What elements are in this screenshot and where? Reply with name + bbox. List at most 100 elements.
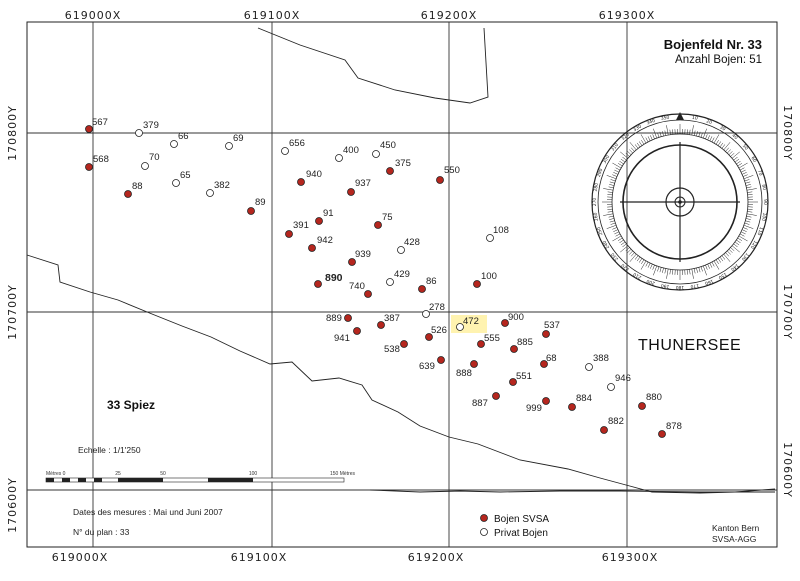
buoy-label: 537 <box>544 320 560 331</box>
scale-bar-unit-label: Mètres 0 <box>46 471 66 477</box>
grid-y-label: 170600Y <box>781 442 794 498</box>
buoy-marker <box>658 430 666 438</box>
svg-text:20: 20 <box>705 118 713 126</box>
grid-x-labels-top: 619000X 619100X 619200X 619300X <box>65 9 655 22</box>
map-title: Bojenfeld Nr. 33 <box>664 37 762 52</box>
buoy-label: 69 <box>233 133 244 144</box>
buoy-marker <box>477 340 485 348</box>
svg-text:40: 40 <box>731 133 739 141</box>
buoy-marker <box>436 176 444 184</box>
buoy-marker <box>206 189 214 197</box>
grid-y-label: 170700Y <box>781 284 794 340</box>
buoy-label: 880 <box>646 392 662 403</box>
buoy-label: 937 <box>355 178 371 189</box>
buoy-label: 68 <box>546 353 557 364</box>
grid-x-label: 619000X <box>65 9 122 22</box>
buoy-marker <box>418 285 426 293</box>
plan-number: N° du plan : 33 <box>73 527 130 537</box>
grid-y-label: 170800Y <box>6 105 19 161</box>
svg-text:190: 190 <box>660 282 670 289</box>
buoy-label: 946 <box>615 373 631 384</box>
buoy-marker <box>540 360 548 368</box>
grid-y-label: 170700Y <box>6 284 19 340</box>
buoy-label: 375 <box>395 158 411 169</box>
svg-text:260: 260 <box>593 212 600 222</box>
buoy-label: 428 <box>404 237 420 248</box>
buoy-label: 882 <box>608 416 624 427</box>
buoy-label: 999 <box>526 403 542 414</box>
svg-text:320: 320 <box>620 132 631 142</box>
svg-text:150: 150 <box>717 271 728 281</box>
buoy-label: 878 <box>666 421 682 432</box>
buoy-marker <box>315 217 323 225</box>
svg-text:100: 100 <box>760 212 767 222</box>
svg-text:80: 80 <box>760 184 767 191</box>
buoy-marker <box>470 360 478 368</box>
buoy-marker <box>397 246 405 254</box>
svg-text:60: 60 <box>750 156 758 164</box>
town-label: 33 Spiez <box>107 398 155 412</box>
buoy-marker <box>568 403 576 411</box>
buoy-marker <box>600 426 608 434</box>
buoy-marker <box>386 167 394 175</box>
buoy-label: 391 <box>293 220 309 231</box>
buoy-marker <box>85 163 93 171</box>
buoy-marker <box>638 402 646 410</box>
svg-text:0: 0 <box>679 114 682 120</box>
buoy-marker <box>473 280 481 288</box>
buoy-label: 940 <box>306 169 322 180</box>
buoy-label: 379 <box>143 120 159 131</box>
svg-text:270: 270 <box>592 198 598 207</box>
buoy-marker <box>297 178 305 186</box>
measurement-dates: Dates des mesures : Mai und Juni 2007 <box>73 507 223 517</box>
svg-text:210: 210 <box>632 271 643 281</box>
buoy-label: 538 <box>384 344 400 355</box>
svg-text:140: 140 <box>729 262 740 272</box>
buoy-label: 387 <box>384 313 400 324</box>
buoy-label: 89 <box>255 197 266 208</box>
buoy-label: 885 <box>517 337 533 348</box>
map-frame <box>26 21 778 548</box>
svg-text:160: 160 <box>704 278 714 287</box>
buoy-label: 941 <box>334 333 350 344</box>
grid-x-label: 619100X <box>244 9 301 22</box>
svg-text:200: 200 <box>646 278 656 287</box>
svg-text:240: 240 <box>602 239 612 250</box>
buoy-label: 939 <box>355 249 371 260</box>
buoy-layer: 5675688889940937375550913919427593989074… <box>85 117 682 438</box>
svg-text:130: 130 <box>740 251 750 262</box>
buoy-marker <box>509 378 517 386</box>
svg-text:290: 290 <box>596 168 605 178</box>
legend-private-label: Privat Bojen <box>494 528 548 539</box>
buoy-marker <box>172 179 180 187</box>
svg-text:330: 330 <box>632 124 643 134</box>
grid-x-labels-bottom: 619000X 619100X 619200X 619300X <box>52 551 658 564</box>
buoy-label: 88 <box>132 181 143 192</box>
buoy-label: 656 <box>289 138 305 149</box>
buoy-label: 429 <box>394 269 410 280</box>
buoy-label: 526 <box>431 325 447 336</box>
buoy-marker <box>510 345 518 353</box>
buoy-marker <box>225 142 233 150</box>
buoy-label: 86 <box>426 276 437 287</box>
buoy-marker <box>492 392 500 400</box>
buoy-label: 555 <box>484 333 500 344</box>
grid-y-labels-left: 170800Y 170700Y 170600Y <box>6 105 19 533</box>
buoy-marker <box>247 207 255 215</box>
scale-bar-tick-label: 150 Mètres <box>330 471 356 477</box>
svg-text:70: 70 <box>756 169 764 177</box>
svg-text:30: 30 <box>719 124 727 132</box>
svg-text:90: 90 <box>762 199 768 205</box>
shoreline <box>26 27 776 494</box>
grid-x-label: 619100X <box>231 551 288 564</box>
buoy-marker <box>141 162 149 170</box>
buoy-label: 388 <box>593 353 609 364</box>
buoy-label: 884 <box>576 393 592 404</box>
buoy-label: 91 <box>323 208 334 219</box>
scale-bar: Mètres 0 25 50 100 150 Mètres <box>45 471 356 483</box>
svg-text:170: 170 <box>690 282 700 289</box>
buoy-marker <box>486 234 494 242</box>
credit-line-2: SVSA-AGG <box>712 534 756 544</box>
